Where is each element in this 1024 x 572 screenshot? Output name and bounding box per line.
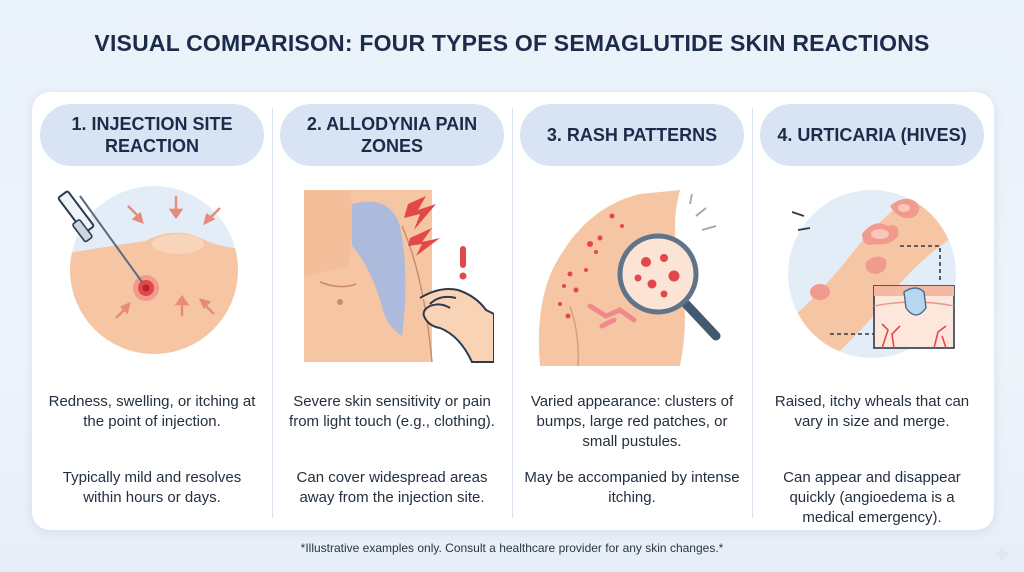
syringe-icon — [57, 190, 143, 283]
column-note: May be accompanied by intense itching. — [524, 469, 740, 506]
lightning-icon — [404, 196, 440, 256]
itch-lines — [689, 193, 717, 231]
column-heading: 2. ALLODYNIA PAIN ZONES — [280, 104, 504, 166]
exclamation-icon — [459, 246, 467, 280]
sparkle-icon — [992, 544, 1012, 564]
magnifier-icon — [617, 233, 721, 341]
column-description: Raised, itchy wheals that can vary in si… — [774, 393, 970, 430]
column-note: Can appear and disappear quickly (angioe… — [783, 469, 961, 526]
column-injection-site: 1. INJECTION SITE REACTION Redness, swel… — [32, 92, 272, 530]
column-allodynia: 2. ALLODYNIA PAIN ZONES Severe skin sens… — [272, 92, 512, 530]
column-divider — [512, 108, 513, 518]
column-divider — [752, 108, 753, 518]
rash-bumps — [558, 213, 624, 319]
swelling-arrows — [115, 196, 221, 319]
column-description: Redness, swelling, or itching at the poi… — [48, 393, 256, 430]
allodynia-illustration — [304, 190, 494, 363]
column-rash: 3. RASH PATTERNS Varied appearance: clus… — [512, 92, 752, 530]
footnote: *Illustrative examples only. Consult a h… — [300, 541, 724, 555]
column-heading: 4. URTICARIA (HIVES) — [760, 104, 984, 166]
column-description: Varied appearance: clusters of bumps, la… — [530, 393, 734, 450]
injection-site-illustration — [57, 186, 238, 354]
column-divider — [272, 108, 273, 518]
column-note: Can cover widespread areas away from the… — [296, 469, 488, 506]
column-description: Severe skin sensitivity or pain from lig… — [289, 393, 495, 430]
callout-lines — [830, 245, 941, 335]
column-heading: 3. RASH PATTERNS — [520, 104, 744, 166]
urticaria-illustration — [788, 190, 956, 358]
skin-cross-section-icon — [873, 285, 955, 349]
column-note: Typically mild and resolves within hours… — [62, 469, 242, 506]
page-title: VISUAL COMPARISON: FOUR TYPES OF SEMAGLU… — [94, 30, 930, 56]
column-urticaria: 4. URTICARIA (HIVES) Rai — [752, 92, 992, 530]
itch-lines — [791, 211, 811, 231]
rash-illustration — [538, 190, 721, 366]
rash-patch — [587, 303, 637, 329]
column-heading: 1. INJECTION SITE REACTION — [40, 104, 264, 166]
hand-icon — [419, 288, 494, 363]
